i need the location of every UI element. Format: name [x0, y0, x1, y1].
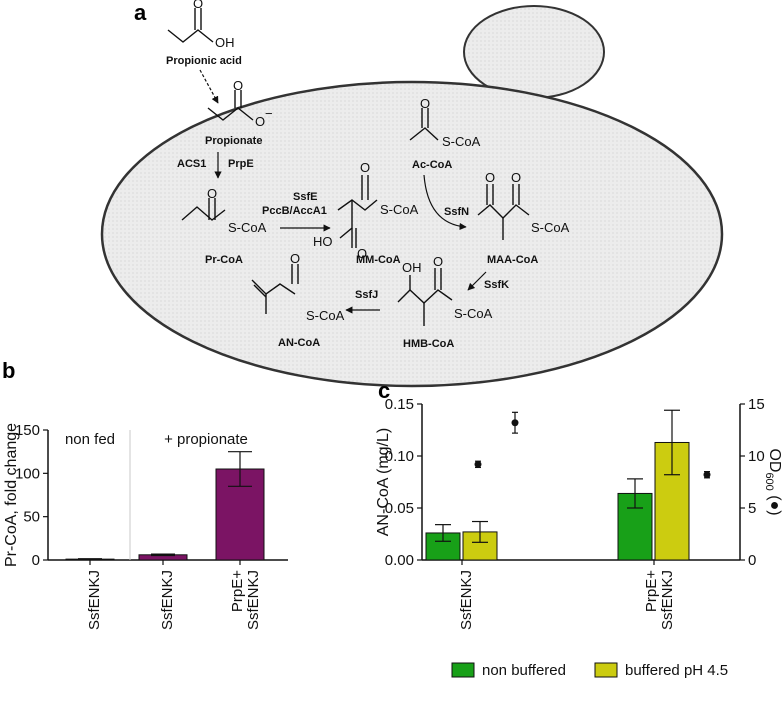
x-tick-label-line: SsfENKJ: [159, 570, 176, 630]
legend-label: non buffered: [482, 662, 566, 679]
label-hmb-coa: HMB-CoA: [403, 338, 454, 350]
panel-label-a: a: [134, 0, 147, 25]
pr-coa-structure: O S-CoA Pr-CoA: [181, 186, 267, 266]
panel-label-c: c: [378, 378, 390, 403]
od600-point: [511, 419, 519, 427]
an-coa-structure: O S-CoA AN-CoA: [251, 251, 345, 349]
enzyme-ssfk: SsfK: [484, 279, 509, 291]
panel-label-b: b: [2, 358, 15, 383]
x-tick-label: PrpE+SsfENKJ: [643, 570, 676, 630]
enzyme-ssfn: SsfN: [444, 206, 469, 218]
y-tick-label: 50: [23, 509, 40, 526]
hmb-coa-structure: OH O S-CoA HMB-CoA: [397, 254, 493, 350]
atom-o-minus: O: [255, 114, 265, 129]
x-tick-label-line: SsfENKJ: [659, 570, 676, 630]
y-tick-label: 150: [15, 422, 40, 439]
y-tick-label: 0: [32, 552, 40, 569]
x-tick-label: SsfENKJ: [159, 570, 176, 630]
enzyme-ssfj: SsfJ: [355, 289, 378, 301]
y2-tick-label: 10: [748, 448, 765, 465]
x-tick-label-line: PrpE+: [229, 570, 246, 612]
label-an-coa: AN-CoA: [278, 337, 320, 349]
atom-o: O: [485, 170, 495, 185]
y-axis-title: AN-CoA (mg/L): [375, 428, 392, 536]
x-tick-label-line: SsfENKJ: [245, 570, 262, 630]
y2-tick-label: 5: [748, 500, 756, 517]
label-mm-coa: MM-CoA: [356, 254, 401, 266]
legend-label: buffered pH 4.5: [625, 662, 728, 679]
propionate-structure: O O − Propionate: [205, 78, 273, 147]
label-pr-coa: Pr-CoA: [205, 254, 243, 266]
y2-tick-label: 15: [748, 396, 765, 413]
atom-scoa: S-CoA: [454, 306, 493, 321]
maa-coa-structure: O O S-CoA MAA-CoA: [477, 170, 570, 266]
group-label-non-fed: non fed: [65, 431, 115, 448]
enzyme-pccb-acca1: PccB/AccA1: [262, 205, 327, 217]
od600-point: [474, 460, 482, 468]
y-tick-label: 0.10: [385, 448, 414, 465]
x-tick-label: SsfENKJ: [86, 570, 103, 630]
y2-axis-title: OD600 (●): [763, 448, 783, 515]
y-tick-label: 100: [15, 465, 40, 482]
x-tick-label: PrpE+SsfENKJ: [229, 570, 262, 630]
y-tick-label: 0.05: [385, 500, 414, 517]
atom-o: O: [233, 78, 243, 93]
y2-axis-title-marker: (●): [766, 491, 783, 516]
yeast-cell: [100, 5, 724, 388]
y-axis-title: Pr-CoA, fold change: [3, 423, 20, 567]
label-maa-coa: MAA-CoA: [487, 254, 538, 266]
atom-o: O: [511, 170, 521, 185]
y2-tick-label: 0: [748, 552, 756, 569]
atom-o: O: [420, 96, 430, 111]
enzyme-acs1: ACS1: [177, 158, 206, 170]
arrow-uptake: [199, 69, 219, 104]
label-ac-coa: Ac-CoA: [412, 159, 452, 171]
ac-coa-structure: O S-CoA Ac-CoA: [409, 96, 481, 171]
atom-o: O: [193, 0, 203, 11]
atom-scoa: S-CoA: [442, 134, 481, 149]
legend-swatch: [451, 662, 475, 678]
label-propionate: Propionate: [205, 135, 262, 147]
yeast-bud: [463, 5, 605, 99]
yeast-mother-cell: [100, 80, 724, 388]
arrow-ssfn: [423, 174, 467, 231]
atom-ho: HO: [313, 234, 333, 249]
y-tick-label: 0.15: [385, 396, 414, 413]
x-tick-label: SsfENKJ: [458, 570, 475, 630]
atom-o: O: [357, 246, 367, 261]
x-tick-label-line: SsfENKJ: [86, 570, 103, 630]
y-tick-label: 0.00: [385, 552, 414, 569]
atom-oh: OH: [402, 260, 422, 275]
y2-axis-title-sub: 600: [763, 472, 775, 490]
od600-point: [703, 471, 711, 479]
atom-o: O: [290, 251, 300, 266]
atom-o: O: [433, 254, 443, 269]
arrow-ssfk: [467, 271, 487, 291]
group-label-propionate: + propionate: [164, 431, 248, 448]
atom-minus: −: [265, 106, 273, 121]
propionic-acid-structure: O OH Propionic acid: [166, 0, 242, 67]
atom-scoa: S-CoA: [380, 202, 419, 217]
legend-swatch: [594, 662, 618, 678]
atom-scoa: S-CoA: [531, 220, 570, 235]
atom-oh: OH: [215, 35, 235, 50]
atom-scoa: S-CoA: [306, 308, 345, 323]
label-propionic-acid: Propionic acid: [166, 55, 242, 67]
enzyme-prpe: PrpE: [228, 158, 254, 170]
x-tick-label-line: PrpE+: [643, 570, 660, 612]
y2-axis-title-main: OD: [766, 448, 783, 472]
atom-scoa: S-CoA: [228, 220, 267, 235]
x-tick-label-line: SsfENKJ: [458, 570, 475, 630]
mm-coa-structure: O S-CoA HO O MM-CoA: [313, 160, 419, 266]
atom-o: O: [360, 160, 370, 175]
enzyme-ssfe: SsfE: [293, 191, 317, 203]
atom-o: O: [207, 186, 217, 201]
